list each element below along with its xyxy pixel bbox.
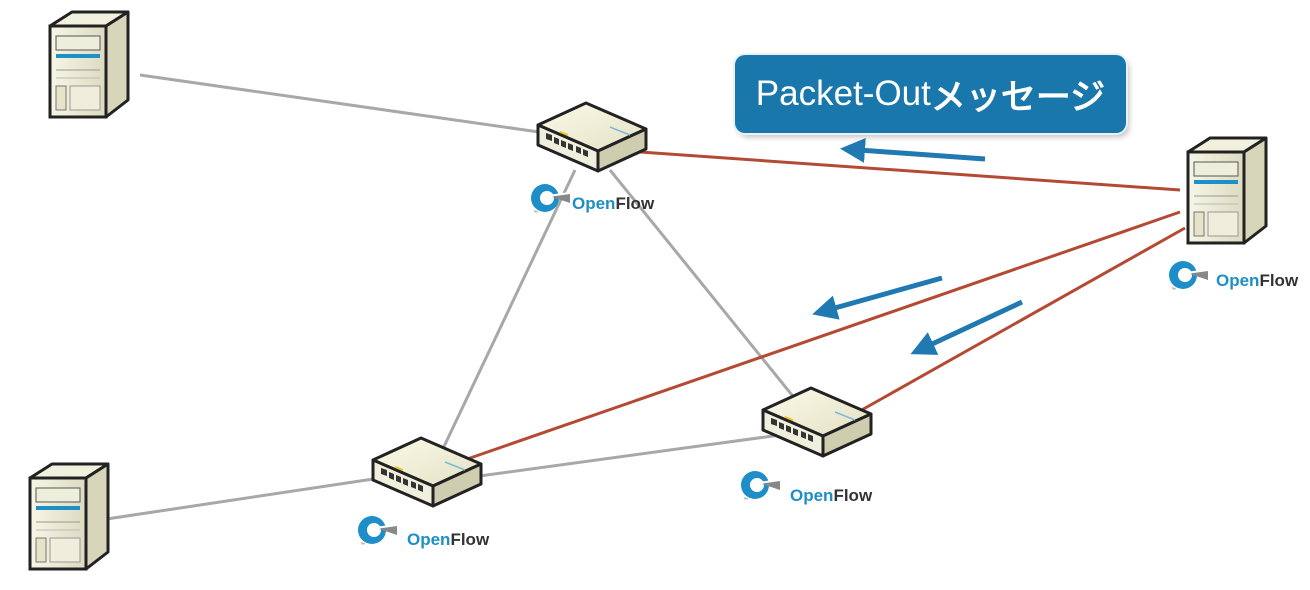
openflow-logo-controller: OpenFlow — [1168, 260, 1299, 294]
openflow-logo-switch-top: OpenFlow — [530, 183, 655, 217]
packet-out-arrows — [812, 137, 1024, 355]
svg-text:OpenFlow: OpenFlow — [572, 194, 655, 213]
controller-server-icon — [1186, 136, 1268, 245]
svg-text:OpenFlow: OpenFlow — [1216, 271, 1299, 290]
openflow-logo-switch-bottom-right: OpenFlow — [740, 470, 873, 505]
host-top-left-server-icon — [48, 10, 130, 119]
link-switch-bottom-left-to-switch-bottom-right — [449, 433, 781, 482]
controller-links — [449, 150, 1186, 467]
link-host-top-to-switch-top — [139, 73, 561, 137]
svg-text:OpenFlow: OpenFlow — [790, 486, 873, 505]
openflow-icon — [530, 183, 571, 217]
controller-link-switch-bottom-right — [834, 226, 1186, 427]
switch-bottom-left-icon — [371, 436, 483, 508]
callout-suffix: メッセージ — [930, 77, 1106, 117]
openflow-icon — [1168, 260, 1209, 294]
openflow-logo-switch-bottom-left: OpenFlow — [357, 515, 490, 549]
controller-link-switch-top — [639, 150, 1181, 192]
packet-out-arrow-top — [840, 137, 986, 163]
switch-top-icon — [536, 101, 648, 173]
switch-bottom-right-icon — [761, 386, 873, 458]
openflow-icon — [740, 470, 781, 504]
openflow-icon — [357, 515, 398, 549]
controller-link-switch-bottom-left — [449, 210, 1181, 467]
link-host-bottom-to-switch-bottom-left — [99, 476, 381, 522]
packet-out-arrow-middle — [812, 275, 943, 320]
data-links — [99, 73, 802, 522]
callout-prefix: Packet-Out — [755, 74, 931, 113]
packet-out-arrow-lower — [910, 299, 1024, 355]
svg-text:OpenFlow: OpenFlow — [407, 530, 490, 549]
link-switch-top-to-switch-bottom-left — [438, 169, 577, 456]
link-switch-top-to-switch-bottom-right — [608, 169, 802, 406]
host-bottom-left-server-icon — [28, 462, 110, 571]
